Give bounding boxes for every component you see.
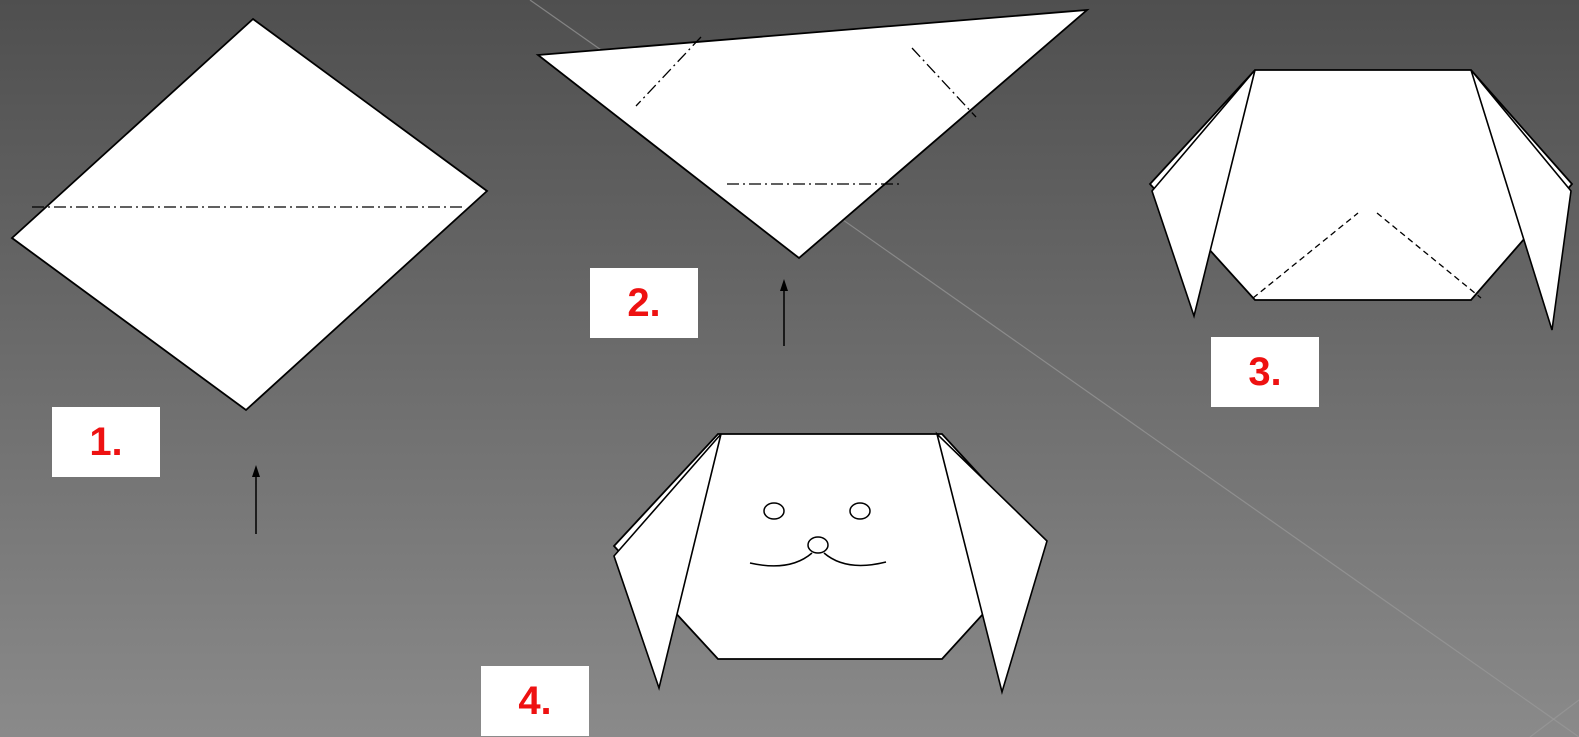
dog-right-eye [850, 503, 870, 519]
dog-left-eye [764, 503, 784, 519]
dog-nose [808, 537, 828, 553]
step-2-label: 2. [590, 268, 698, 338]
step-3-label: 3. [1211, 337, 1319, 407]
step-4-label: 4. [481, 666, 589, 736]
step-1-label: 1. [52, 407, 160, 477]
